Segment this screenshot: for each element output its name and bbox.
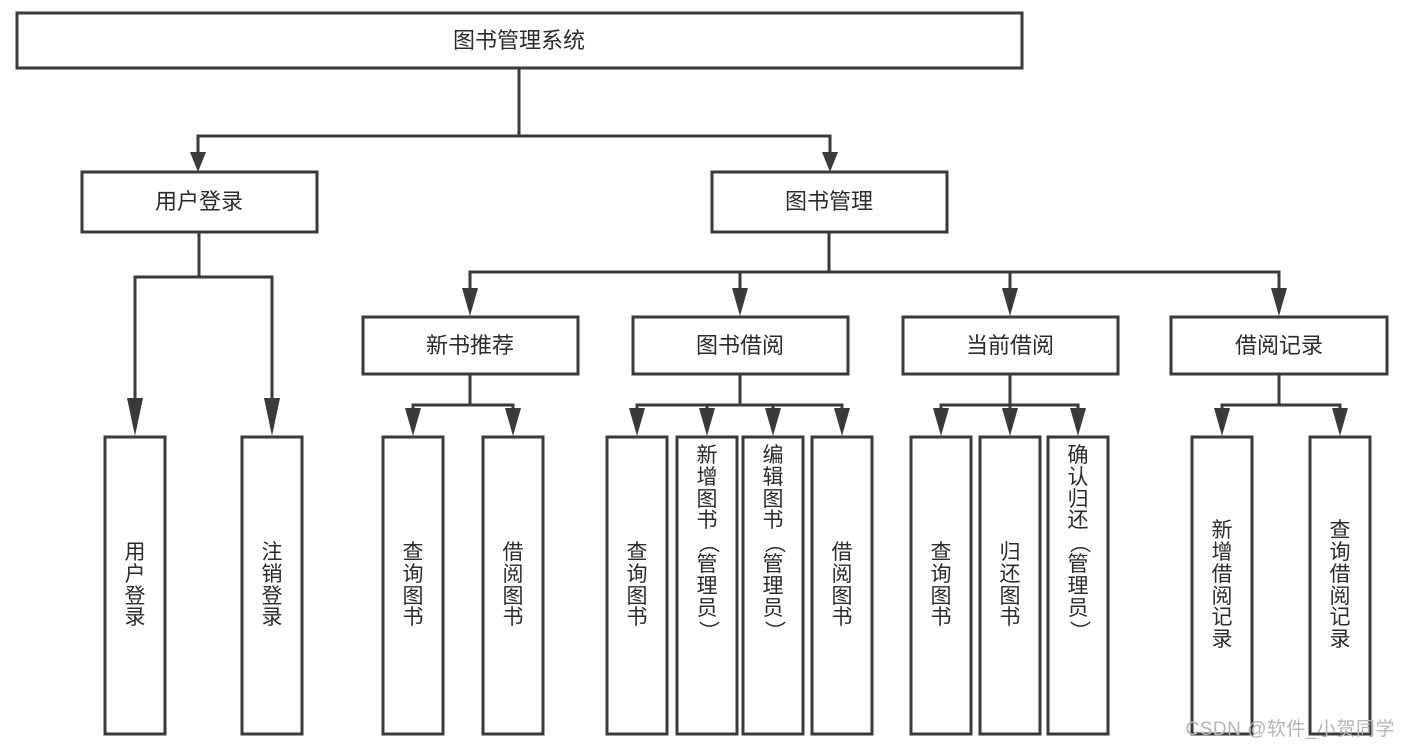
arrow-icon-leaf-query-record xyxy=(1332,408,1348,436)
arrow-icon-leaf-user-login xyxy=(127,398,143,436)
node-book-borrow[interactable]: 图书借阅 xyxy=(631,315,850,376)
node-current-borrow[interactable]: 当前借阅 xyxy=(901,315,1120,376)
node-new-book-recommend-label: 新书推荐 xyxy=(426,333,514,358)
node-root[interactable]: 图书管理系统 xyxy=(15,11,1024,70)
node-new-book-recommend[interactable]: 新书推荐 xyxy=(361,315,580,376)
arrow-icon-leaf-add-record xyxy=(1214,408,1230,436)
node-borrow-record-box[interactable] xyxy=(1169,315,1389,376)
node-leaf-return-book-box[interactable] xyxy=(978,435,1042,736)
arrow-icon-leaf-confirm-return xyxy=(1070,408,1086,436)
node-leaf-add-record-box[interactable] xyxy=(1190,435,1254,736)
node-borrow-record-label: 借阅记录 xyxy=(1235,333,1323,358)
node-leaf-borrow-book-1-box[interactable] xyxy=(481,435,545,736)
connector-user-login-to-leaves xyxy=(127,230,280,436)
node-leaf-edit-book-box[interactable] xyxy=(741,435,805,736)
csdn-watermark: CSDN @软件_小贺同学 xyxy=(1185,719,1395,740)
arrow-icon-leaf-add-book xyxy=(699,408,715,436)
arrow-icon-leaf-edit-book xyxy=(765,408,781,436)
arrow-icon-new-book-recommend xyxy=(462,288,478,316)
node-book-borrow-box[interactable] xyxy=(631,315,850,376)
arrow-icon-book-borrow xyxy=(732,288,748,316)
node-book-borrow-label: 图书借阅 xyxy=(696,333,784,358)
node-leaf-user-login-box[interactable] xyxy=(103,435,167,736)
arrow-icon-current-borrow xyxy=(1002,288,1018,316)
arrow-icon-book-management xyxy=(822,152,838,172)
connector-current-borrow-to-leaves xyxy=(933,372,1086,436)
node-book-management-box[interactable] xyxy=(710,170,949,234)
node-new-book-recommend-box[interactable] xyxy=(361,315,580,376)
node-current-borrow-label: 当前借阅 xyxy=(966,333,1054,358)
node-leaf-borrow-book-2-box[interactable] xyxy=(810,435,874,736)
connector-book-borrow-to-leaves xyxy=(629,372,850,436)
connector-borrow-record-to-leaves xyxy=(1214,372,1348,436)
node-current-borrow-box[interactable] xyxy=(901,315,1120,376)
arrow-icon-leaf-query-book-2 xyxy=(629,408,645,436)
node-leaf-query-book-1-box[interactable] xyxy=(381,435,445,736)
connector-new-book-recommend-to-leaves xyxy=(405,372,521,436)
arrow-icon-leaf-logout xyxy=(264,398,280,436)
node-root-box[interactable] xyxy=(15,11,1024,70)
node-borrow-record[interactable]: 借阅记录 xyxy=(1169,315,1389,376)
arrow-icon-user-login xyxy=(190,152,206,172)
node-leaf-query-book-3-box[interactable] xyxy=(909,435,973,736)
node-root-label: 图书管理系统 xyxy=(453,28,585,53)
arrow-icon-borrow-record xyxy=(1271,288,1287,316)
arrow-icon-leaf-borrow-book-1 xyxy=(505,408,521,436)
node-leaf-confirm-return-box[interactable] xyxy=(1046,435,1110,736)
node-book-management[interactable]: 图书管理 xyxy=(710,170,949,234)
arrow-icon-leaf-return-book xyxy=(1002,408,1018,436)
connector-book-management-to-level3 xyxy=(462,230,1287,316)
arrow-icon-leaf-borrow-book-2 xyxy=(834,408,850,436)
connector-root-to-level2 xyxy=(190,66,838,172)
node-leaf-query-book-2-box[interactable] xyxy=(605,435,669,736)
arrow-icon-leaf-query-book-3 xyxy=(933,408,949,436)
node-leaf-add-book-box[interactable] xyxy=(675,435,739,736)
node-leaf-query-record-box[interactable] xyxy=(1308,435,1372,736)
node-user-login-label: 用户登录 xyxy=(155,189,243,214)
node-leaf-logout-box[interactable] xyxy=(240,435,304,736)
node-book-management-label: 图书管理 xyxy=(785,189,873,214)
leaf-boxes xyxy=(103,435,1372,736)
arrow-icon-leaf-query-book-1 xyxy=(405,408,421,436)
node-user-login[interactable]: 用户登录 xyxy=(80,170,319,234)
